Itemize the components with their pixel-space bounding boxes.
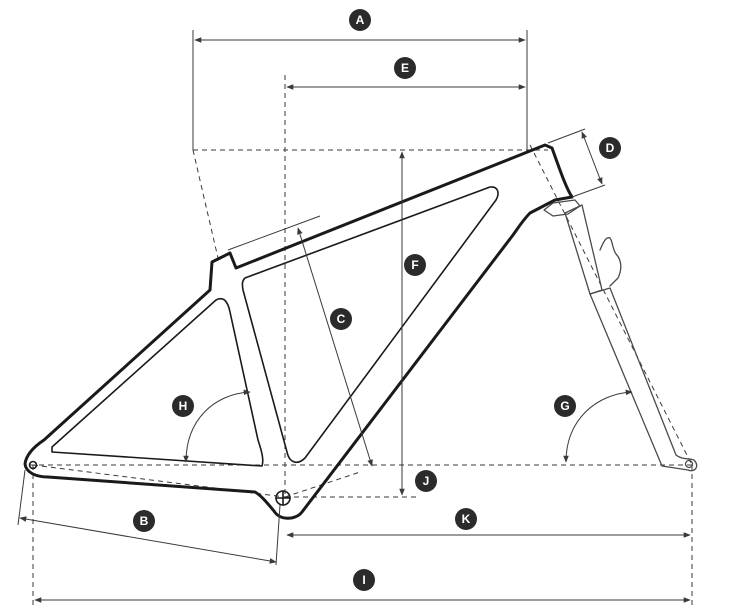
fork-lower-leg	[589, 287, 698, 472]
dimension-b-line	[19, 516, 277, 564]
badge-h-label: H	[179, 399, 188, 413]
reference-lines	[30, 75, 693, 605]
badge-g: G	[554, 395, 576, 417]
angle-h-arc	[183, 389, 251, 463]
badge-d: D	[599, 137, 621, 159]
front-fork	[543, 199, 698, 472]
dimension-c-line	[297, 227, 373, 467]
badge-k: K	[455, 508, 477, 530]
rear-axle	[28, 460, 38, 470]
main-triangle-inner	[241, 186, 499, 464]
angle-arcs	[183, 389, 633, 463]
badge-i-label: I	[362, 573, 365, 587]
dimension-d-line	[581, 131, 603, 185]
badge-j-label: J	[423, 474, 430, 488]
badge-g-label: G	[560, 399, 569, 413]
rear-triangle-inner	[51, 297, 264, 467]
badge-d-label: D	[606, 141, 615, 155]
badge-h: H	[172, 395, 194, 417]
badge-b-label: B	[140, 514, 149, 528]
badge-c-label: C	[337, 312, 346, 326]
bike-frame	[23, 143, 574, 520]
badge-f: F	[404, 254, 426, 276]
frame-outer-outline	[23, 143, 574, 520]
badge-j: J	[415, 470, 437, 492]
badge-f-label: F	[411, 258, 418, 272]
fork-stanchion	[564, 204, 603, 295]
badge-e: E	[394, 57, 416, 79]
badge-e-label: E	[401, 61, 409, 75]
angle-g-arc	[563, 389, 633, 463]
front-axle	[684, 459, 694, 469]
badge-a: A	[349, 9, 371, 31]
badge-c: C	[330, 308, 352, 330]
badge-a-label: A	[356, 13, 365, 27]
dimension-lines	[17, 30, 691, 603]
fork-lockout-lever	[599, 237, 622, 287]
badge-k-label: K	[462, 512, 471, 526]
badge-i: I	[353, 569, 375, 591]
badge-b: B	[133, 510, 155, 532]
